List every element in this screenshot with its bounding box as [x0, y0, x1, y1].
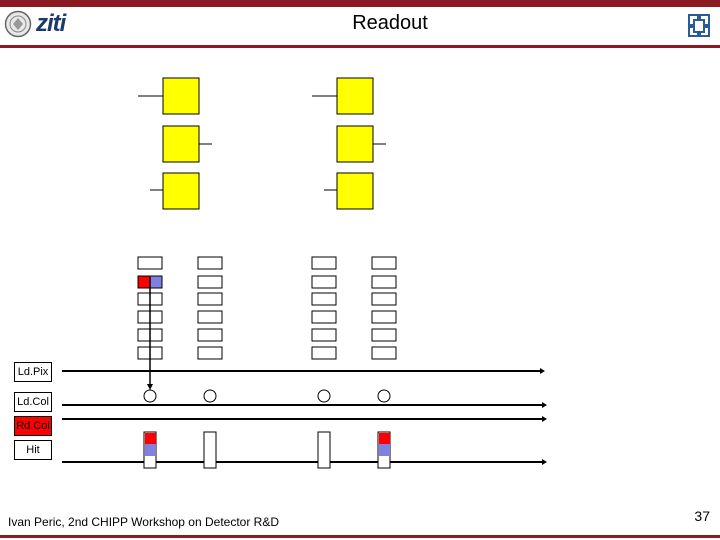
pixel-group-left: [138, 77, 212, 210]
buffer-cell: [311, 275, 337, 289]
pixel-group-right: [312, 77, 386, 210]
column-buffers: [137, 256, 397, 360]
pixel-cell: [336, 125, 374, 163]
hit-register: [317, 431, 331, 469]
column-nodes: [143, 389, 391, 403]
pixel-cell: [336, 77, 374, 115]
buffer-cell: [197, 275, 223, 289]
buffer-cell: [371, 275, 397, 289]
ziti-logo: ziti: [36, 10, 66, 37]
buffer-cell: [311, 310, 337, 324]
buffer-mark-red: [138, 276, 151, 288]
top-bar: [0, 0, 720, 7]
buffer-cell: [311, 292, 337, 306]
buffer-cell: [371, 310, 397, 324]
column-node: [317, 389, 331, 403]
bus-label-ldpix: Ld.Pix: [14, 362, 52, 382]
buffer-cell: [197, 328, 223, 342]
buffer-cell: [311, 346, 337, 360]
footer-line: [0, 535, 720, 538]
hit-mark-blue: [145, 444, 156, 456]
footer-text: Ivan Peric, 2nd CHIPP Workshop on Detect…: [8, 515, 280, 529]
buffer-cell: [371, 328, 397, 342]
bus-label-ldcol: Ld.Col: [14, 392, 52, 412]
buffer-mark-blue: [150, 276, 162, 288]
hit-mark-red: [145, 433, 156, 444]
page-title: Readout: [352, 12, 428, 34]
buffer-cell: [311, 256, 337, 270]
buffer-cell: [197, 256, 223, 270]
hit-registers: [143, 431, 391, 469]
hit-register: [203, 431, 217, 469]
buffer-cell: [371, 346, 397, 360]
column-node: [377, 389, 391, 403]
bus-label-rdcol: Rd.Col: [14, 416, 52, 436]
column-node: [203, 389, 217, 403]
seal-logo-icon: [4, 10, 32, 43]
buffer-cell: [371, 292, 397, 306]
title-underline: [0, 45, 720, 48]
pixel-cell: [162, 77, 200, 115]
institute-logo-icon: [686, 12, 712, 43]
buffer-cell: [197, 310, 223, 324]
pixel-cell: [162, 172, 200, 210]
bus-label-hit: Hit: [14, 440, 52, 460]
hit-mark-red: [379, 433, 390, 444]
hit-mark-blue: [379, 444, 390, 456]
page-number: 37: [694, 508, 710, 524]
pixel-cell: [162, 125, 200, 163]
column-node: [143, 389, 157, 403]
pixel-cell: [336, 172, 374, 210]
buffer-cell: [197, 292, 223, 306]
buffer-cell: [197, 346, 223, 360]
bus-lines: [62, 368, 547, 465]
buffer-cell: [371, 256, 397, 270]
buffer-cell: [137, 256, 163, 270]
buffer-cell: [311, 328, 337, 342]
